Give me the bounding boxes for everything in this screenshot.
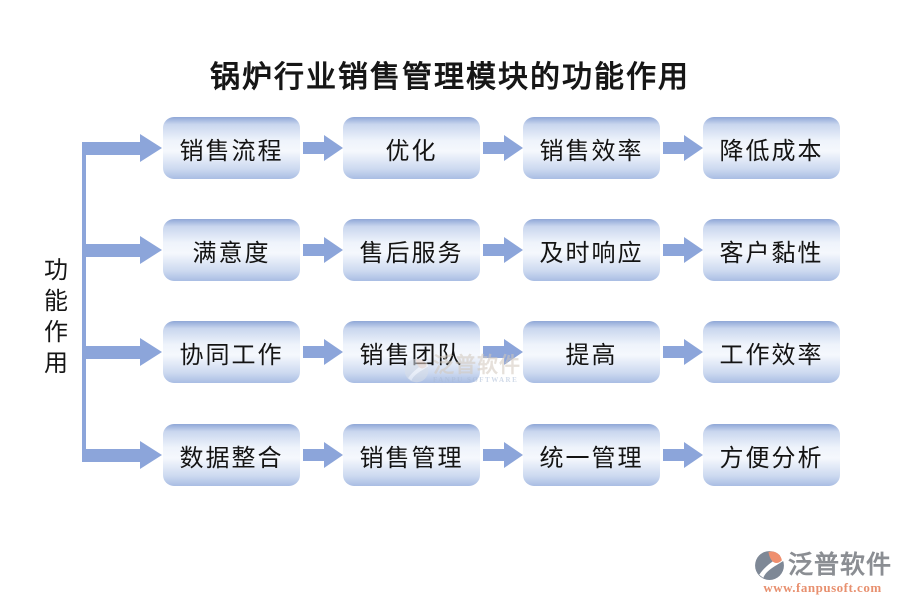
arrow-right-icon: [483, 339, 523, 365]
flow-box: 售后服务: [343, 219, 480, 281]
arrow-right-icon: [483, 442, 523, 468]
flow-box: 数据整合: [163, 424, 300, 486]
flow-box: 提高: [523, 321, 660, 383]
arrow-right-icon: [303, 442, 343, 468]
feeder-arrow-icon: [82, 134, 163, 162]
brand-name: 泛普软件: [788, 551, 893, 579]
brand-logo: 泛普软件 www.fanpusoft.com: [753, 549, 892, 596]
arrow-right-icon: [663, 237, 703, 263]
flow-box: 协同工作: [163, 321, 300, 383]
side-label: 功能作用: [44, 258, 68, 377]
brand-url: www.fanpusoft.com: [763, 580, 882, 595]
arrow-right-icon: [483, 135, 523, 161]
feeder-arrow-icon: [82, 338, 163, 366]
flow-box: 优化: [343, 117, 480, 179]
brand-logo-icon: [755, 551, 784, 580]
flow-box: 及时响应: [523, 219, 660, 281]
flow-box: 方便分析: [703, 424, 840, 486]
flow-box: 销售团队: [343, 321, 480, 383]
arrow-right-icon: [663, 442, 703, 468]
flow-box: 销售效率: [523, 117, 660, 179]
flow-box: 销售流程: [163, 117, 300, 179]
flow-box: 满意度: [163, 219, 300, 281]
trunk-connector-line: [82, 148, 86, 457]
arrow-right-icon: [303, 135, 343, 161]
arrow-right-icon: [663, 339, 703, 365]
feeder-arrow-icon: [82, 441, 163, 469]
feeder-arrow-icon: [82, 236, 163, 264]
flow-box: 工作效率: [703, 321, 840, 383]
flow-box: 销售管理: [343, 424, 480, 486]
arrow-right-icon: [303, 339, 343, 365]
flow-box: 降低成本: [703, 117, 840, 179]
arrow-right-icon: [663, 135, 703, 161]
flow-box: 统一管理: [523, 424, 660, 486]
page-title: 锅炉行业销售管理模块的功能作用: [210, 61, 690, 94]
arrow-right-icon: [483, 237, 523, 263]
arrow-right-icon: [303, 237, 343, 263]
flow-box: 客户黏性: [703, 219, 840, 281]
